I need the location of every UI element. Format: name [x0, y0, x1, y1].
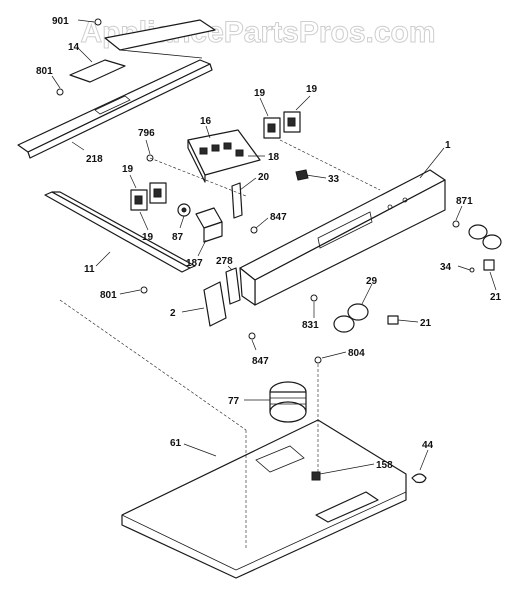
label-218: 218 [71, 141, 103, 165]
label-87: 87 [172, 215, 185, 243]
svg-text:19: 19 [142, 232, 154, 243]
part-19-switch-upper [263, 111, 301, 139]
svg-text:187: 187 [186, 258, 203, 269]
svg-text:158: 158 [376, 460, 393, 471]
svg-text:796: 796 [138, 128, 155, 139]
label-871: 871 [455, 196, 473, 221]
part-11-trim [44, 191, 196, 273]
svg-text:21: 21 [420, 318, 432, 329]
svg-text:16: 16 [200, 116, 212, 127]
label-34: 34 [440, 262, 471, 273]
part-20-bracket [231, 182, 243, 219]
svg-text:61: 61 [170, 438, 182, 449]
label-847-bottom: 847 [251, 339, 269, 367]
svg-text:871: 871 [456, 196, 473, 207]
svg-text:2: 2 [170, 308, 176, 319]
label-19-d: 19 [139, 211, 154, 243]
part-29-knobs [333, 303, 369, 333]
part-278-bracket [225, 267, 241, 305]
svg-text:801: 801 [36, 66, 53, 77]
label-19-b: 19 [295, 84, 318, 111]
svg-text:19: 19 [122, 164, 134, 175]
label-158: 158 [319, 460, 393, 475]
svg-text:218: 218 [86, 154, 103, 165]
part-158-component [311, 471, 321, 481]
svg-text:20: 20 [258, 172, 270, 183]
svg-text:804: 804 [348, 348, 365, 359]
part-2-endcap [203, 281, 227, 327]
svg-text:29: 29 [366, 276, 378, 287]
svg-text:901: 901 [52, 16, 69, 27]
label-16: 16 [200, 116, 212, 139]
part-19-switch-left [130, 182, 167, 211]
label-804: 804 [321, 348, 365, 359]
label-33: 33 [305, 174, 340, 185]
svg-text:278: 278 [216, 256, 233, 267]
svg-text:44: 44 [422, 440, 434, 451]
label-901: 901 [52, 16, 95, 27]
part-21-clip-a [483, 259, 495, 271]
alignment-lines [59, 139, 381, 548]
part-187-box [195, 207, 223, 243]
part-44-clip [411, 473, 427, 484]
svg-text:33: 33 [328, 174, 340, 185]
part-14-bracket [69, 19, 216, 83]
label-61: 61 [170, 438, 217, 457]
svg-text:18: 18 [268, 152, 280, 163]
label-77: 77 [228, 396, 270, 407]
part-77-coil [269, 381, 307, 423]
part-21-clip-b [387, 315, 399, 325]
label-796: 796 [138, 128, 155, 155]
part-33-component [295, 169, 309, 181]
label-278: 278 [216, 256, 233, 271]
label-20: 20 [239, 172, 270, 191]
label-14: 14 [68, 42, 93, 63]
part-87-knob [177, 203, 191, 217]
svg-text:1: 1 [445, 140, 451, 151]
svg-text:19: 19 [306, 84, 318, 95]
svg-text:21: 21 [490, 292, 502, 303]
label-801-bottom: 801 [100, 289, 141, 301]
label-801-top: 801 [36, 66, 61, 89]
svg-text:77: 77 [228, 396, 240, 407]
part-1-control-panel [239, 169, 446, 306]
label-18: 18 [248, 152, 280, 163]
svg-text:847: 847 [252, 356, 269, 367]
label-19-c: 19 [122, 164, 137, 189]
part-knobs-871 [468, 224, 502, 250]
screw-icons [56, 18, 475, 364]
svg-text:34: 34 [440, 262, 452, 273]
svg-text:831: 831 [302, 320, 319, 331]
svg-text:847: 847 [270, 212, 287, 223]
part-218-trim [17, 49, 213, 159]
label-1: 1 [419, 140, 451, 179]
label-44: 44 [419, 440, 434, 471]
label-19-a: 19 [254, 88, 269, 117]
svg-text:19: 19 [254, 88, 266, 99]
label-187: 187 [186, 239, 207, 269]
label-847-top: 847 [255, 212, 287, 229]
svg-text:11: 11 [84, 264, 95, 275]
svg-text:801: 801 [100, 290, 117, 301]
label-21-bottom: 21 [397, 318, 432, 329]
part-16-timer-board [187, 129, 261, 183]
label-831: 831 [302, 302, 319, 331]
svg-text:87: 87 [172, 232, 184, 243]
label-11: 11 [84, 251, 111, 275]
label-21-right: 21 [489, 271, 502, 303]
svg-text:14: 14 [68, 42, 80, 53]
label-2: 2 [170, 307, 205, 319]
part-61-base-plate [121, 419, 407, 579]
label-29: 29 [361, 276, 378, 305]
